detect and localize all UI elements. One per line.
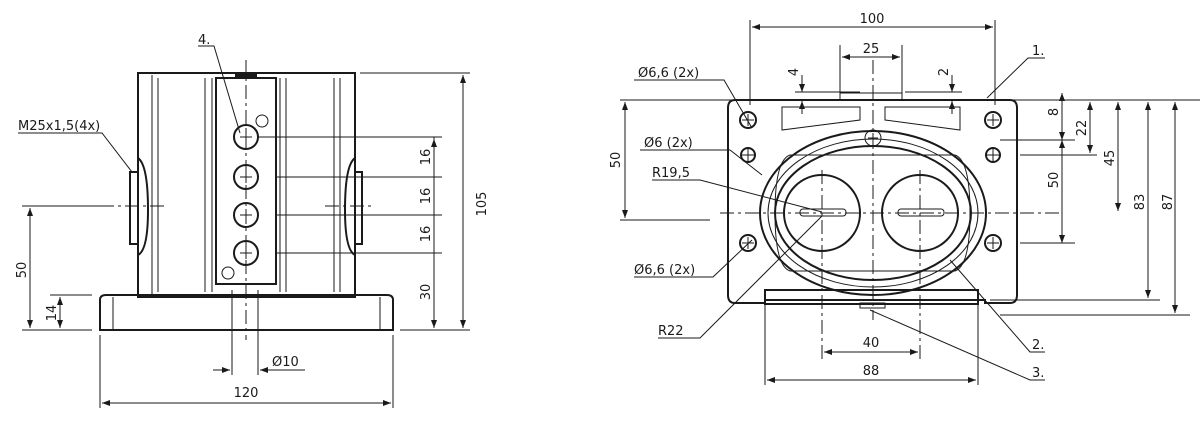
dim-50: 50 bbox=[15, 262, 30, 279]
dim-4: 4 bbox=[787, 68, 802, 76]
side-view: 4. M25x1,5(4x) 105 16 16 16 30 50 14 Ø10… bbox=[15, 33, 490, 408]
radius-outer: R22 bbox=[658, 324, 684, 339]
dim-25: 25 bbox=[863, 42, 880, 57]
housing-bottom bbox=[764, 289, 979, 305]
dim-120: 120 bbox=[234, 386, 259, 401]
hole-label-mid: Ø6 (2x) bbox=[644, 136, 693, 151]
dim-100: 100 bbox=[860, 12, 885, 27]
dim-30: 30 bbox=[419, 284, 434, 301]
dim-88: 88 bbox=[863, 364, 880, 379]
dim-87: 87 bbox=[1161, 194, 1176, 211]
callout-4: 4. bbox=[198, 33, 210, 48]
thread-label: M25x1,5(4x) bbox=[18, 119, 100, 134]
dim-2: 2 bbox=[937, 68, 952, 76]
hole-label-bottom: Ø6,6 (2x) bbox=[634, 263, 695, 278]
dim-40: 40 bbox=[863, 336, 880, 351]
radius-inner: R19,5 bbox=[652, 166, 690, 181]
dim-8: 8 bbox=[1047, 108, 1062, 116]
dim-16c: 16 bbox=[419, 226, 434, 243]
cable-gland-left bbox=[137, 157, 150, 256]
top-cap bbox=[839, 92, 903, 101]
mounting-holes bbox=[739, 111, 1002, 252]
callout-3: 3. bbox=[1032, 366, 1044, 381]
dim-16b: 16 bbox=[419, 188, 434, 205]
dim-16a: 16 bbox=[419, 149, 434, 166]
callout-1: 1. bbox=[1032, 44, 1044, 59]
led-holes bbox=[221, 114, 269, 280]
callout-2: 2. bbox=[1032, 338, 1044, 353]
dim-dia10: Ø10 bbox=[272, 355, 299, 370]
dim-50-left: 50 bbox=[609, 152, 624, 169]
dim-14: 14 bbox=[45, 305, 60, 322]
dim-22: 22 bbox=[1075, 120, 1090, 137]
front-view: 100 25 4 2 1. 2. 3. Ø6,6 (2x) Ø6 (2x) Ø6… bbox=[609, 12, 1200, 385]
dim-50-right: 50 bbox=[1047, 172, 1062, 189]
hole-label-top: Ø6,6 (2x) bbox=[638, 66, 699, 81]
dim-105: 105 bbox=[475, 192, 490, 217]
base-plate bbox=[99, 294, 394, 331]
dim-83: 83 bbox=[1133, 194, 1148, 211]
cable-gland-right bbox=[343, 157, 356, 256]
dim-45: 45 bbox=[1103, 150, 1118, 167]
